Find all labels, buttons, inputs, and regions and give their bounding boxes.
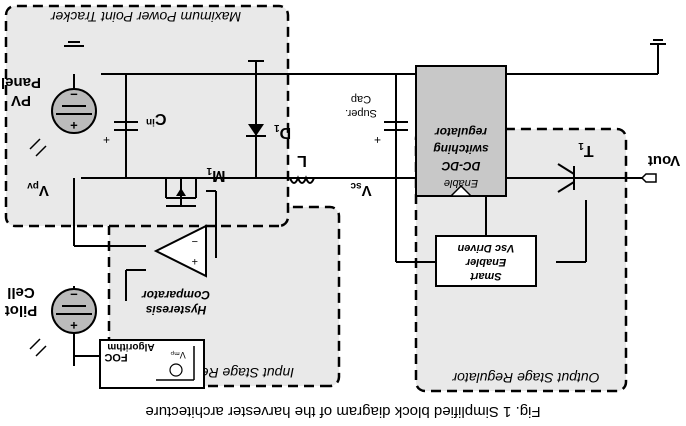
foc-algorithm-block: FOC Algorithm Vₘₚ [99,339,205,389]
ground-symbols [64,39,666,366]
svg-text:−: − [192,235,198,247]
transistor-t1: T1 [557,140,594,193]
svg-text:D1: D1 [274,122,292,141]
svg-text:regulator: regulator [434,125,487,139]
pv-label: PV [11,92,31,109]
svg-text:L: L [297,152,307,169]
cell-label: Cell [7,284,35,301]
pv-panel: + − PV Panel [1,74,97,157]
svg-text:FOC: FOC [104,351,127,363]
svg-text:Vₘₚ: Vₘₚ [170,350,186,360]
svg-text:−: − [70,87,78,102]
mppt-label: Maximum Power Point Tracker [49,9,241,25]
svg-text:Comparator: Comparator [141,288,210,302]
cin-capacitor: + Cin [103,110,166,147]
svg-text:Hysteresis: Hysteresis [145,303,206,317]
svg-text:M1: M1 [206,165,225,184]
svg-text:Super.: Super. [345,107,377,119]
svg-text:Enabler: Enabler [465,256,506,268]
supercapacitor: + Super. Cap [345,93,408,147]
vpv-label: Vpv [27,180,49,199]
inductor-l: L [289,152,315,184]
svg-text:switching: switching [433,142,489,156]
svg-text:Vout: Vout [648,152,680,169]
figure-caption: Fig. 1 Simplified block diagram of the h… [145,403,540,420]
svg-text:+: + [70,318,78,333]
svg-text:Vsc Driven: Vsc Driven [457,242,514,254]
svg-text:+: + [192,255,198,267]
svg-text:+: + [103,133,110,147]
hysteresis-comparator: + − Hysteresis Comparator [141,224,210,317]
dcdc-regulator: DC-DC switching regulator Enable [415,65,507,197]
pilot-cell: + − Pilot Cell [5,284,97,357]
smart-enabler-block: Smart Enabler Vsc Driven [435,235,537,287]
vsc-label: Vsc [350,180,372,199]
pilot-label: Pilot [5,302,38,319]
mosfet-m1: M1 [165,165,225,207]
svg-text:Algorithm: Algorithm [107,341,154,352]
diode-d1: D1 [246,122,291,141]
svg-text:DC-DC: DC-DC [441,159,480,173]
svg-text:Smart: Smart [469,270,502,282]
panel-label: Panel [1,74,41,91]
svg-text:Cap: Cap [351,93,371,105]
output-stage-label: Output Stage Regulator [451,370,599,386]
svg-text:−: − [70,287,78,302]
vout-terminal: Vout [640,152,680,183]
svg-text:T1: T1 [578,140,594,159]
svg-text:+: + [70,118,78,133]
mppt-block [4,4,290,228]
cin-label: Cin [146,110,166,127]
svg-text:+: + [374,133,381,147]
enable-label: Enable [444,177,478,189]
